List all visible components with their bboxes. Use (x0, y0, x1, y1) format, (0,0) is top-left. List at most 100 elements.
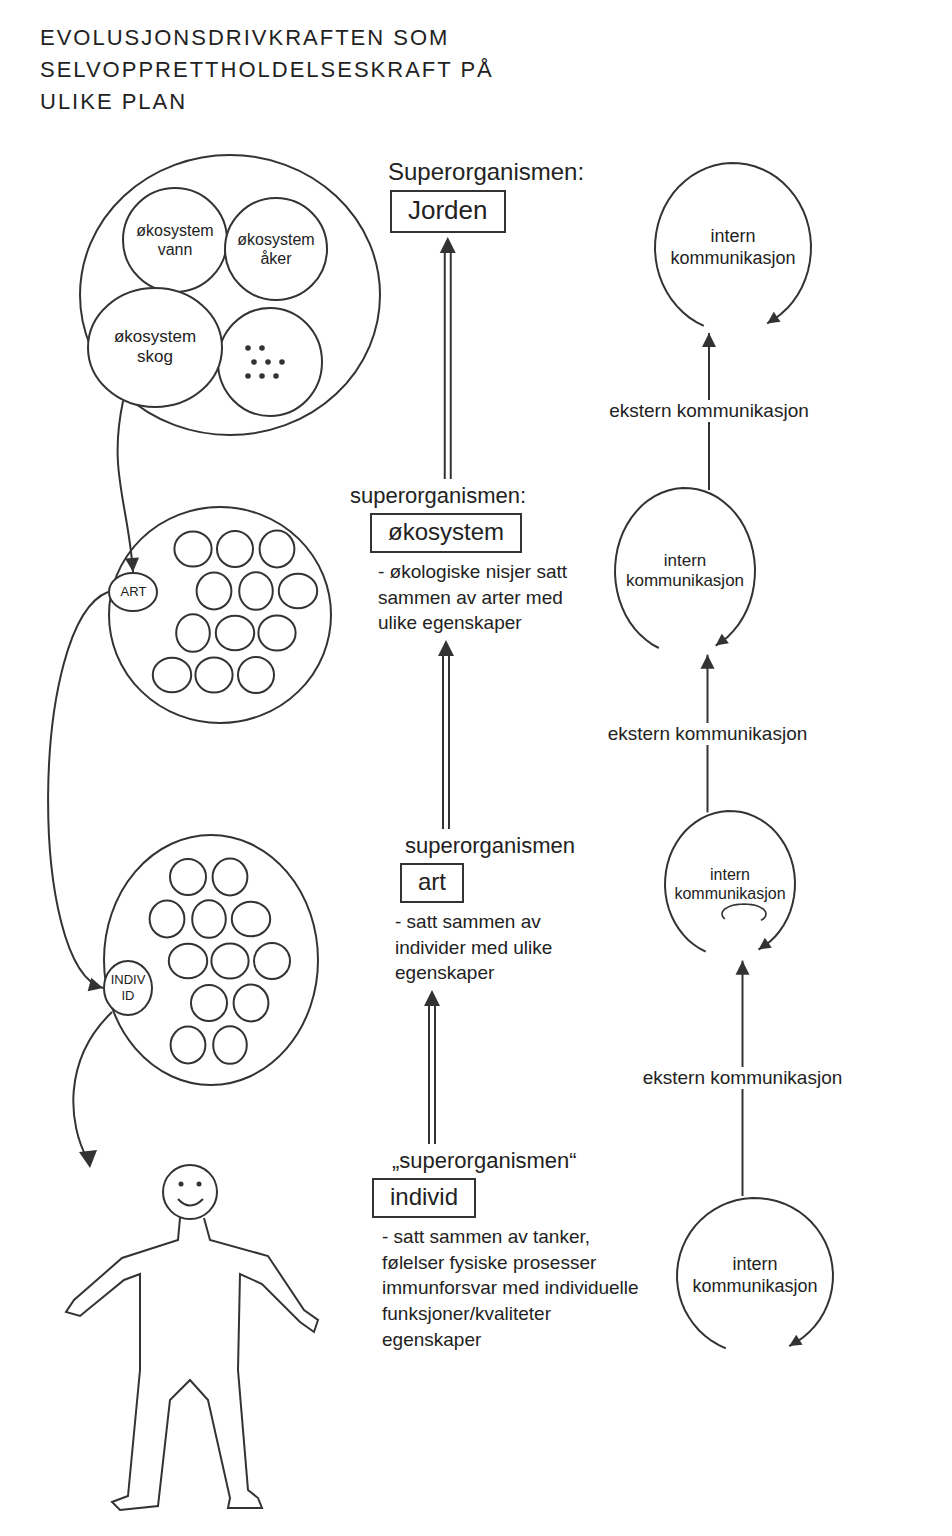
node-text: økosystem åker (233, 230, 319, 268)
loop-arrow-head (767, 312, 780, 324)
group-circle: økosystem vann (120, 185, 230, 295)
group-circle: økosystem åker (222, 195, 330, 303)
member-circle (260, 531, 295, 568)
arrow-head (440, 237, 456, 253)
person-body (66, 1218, 318, 1510)
person-eye (179, 1182, 184, 1187)
text-holder: INDIVID (109, 972, 147, 1003)
member-circle (254, 943, 290, 979)
loop-line (665, 811, 795, 952)
node-text: intern kommunikasjon (663, 226, 803, 269)
member-circle (176, 614, 210, 652)
node-text: økosystem vann (131, 221, 219, 259)
person-eye (197, 1182, 202, 1187)
loop-arrow-head (758, 938, 771, 950)
connector (438, 640, 454, 829)
connector (118, 401, 139, 572)
member-circle (197, 573, 232, 610)
text-holder: intern kommunikasjon (623, 551, 747, 592)
text-holder: ART (112, 584, 155, 600)
text-holder: økosystem åker (233, 230, 319, 268)
loop-arrow (612, 485, 758, 657)
text-holder: økosystem skog (99, 327, 211, 368)
description-text: - satt sammen av tanker, følelser fysisk… (382, 1224, 644, 1352)
circle-outline (88, 288, 222, 407)
curved-connector (48, 592, 108, 988)
circle-outline (120, 185, 230, 295)
diagram-title: EVOLUSJONSDRIVKRAFTEN SOM SELVOPPRETTHOL… (40, 22, 510, 118)
member-circle (279, 574, 317, 608)
member-circle (213, 859, 248, 896)
edge-label: ekstern kommunikasjon (640, 1067, 846, 1089)
arrow-shaft (442, 652, 444, 829)
arrow-head (736, 961, 750, 975)
circle-outline (222, 195, 330, 303)
circle-outline (225, 198, 327, 300)
member-circle (191, 985, 227, 1021)
arrow-head (438, 640, 454, 656)
circle-outline (123, 188, 227, 292)
arrow-head (79, 1150, 97, 1168)
connector (424, 990, 440, 1144)
inner-spiral (722, 904, 766, 920)
circle-outline (109, 573, 157, 611)
node-text: økosystem skog (99, 327, 211, 368)
member-circle (234, 985, 269, 1022)
loop-line (655, 163, 811, 326)
arrow-shaft (428, 1002, 430, 1144)
person-smile (178, 1199, 203, 1206)
arrow-head (88, 978, 103, 992)
member-circle (213, 1026, 247, 1064)
member-circle (170, 859, 206, 895)
dot (260, 346, 264, 350)
curved-connector (118, 401, 133, 572)
connector (440, 237, 456, 479)
ecosystem-circle (109, 507, 331, 723)
communication-loop: intern kommunikasjon (612, 485, 758, 657)
dot (246, 374, 250, 378)
organism-level: Superorganismen:Jorden (388, 158, 584, 233)
loop-arrow-head (716, 634, 729, 646)
group-circle: INDIVID (101, 958, 155, 1018)
member-circle (217, 531, 253, 567)
other-ecosystem-circle (218, 308, 322, 416)
member-circle (192, 900, 226, 938)
loop-arrow (662, 808, 798, 960)
loop-arrow (652, 160, 814, 335)
organism-level: „superorganismen“ individ - satt sammen av… (372, 1148, 644, 1352)
arrow-shaft (448, 652, 450, 829)
group-circle: ART (106, 570, 160, 614)
arrow-head (702, 333, 716, 347)
communication-loop: intern kommunikasjon (662, 808, 798, 960)
connector (48, 592, 108, 991)
node-text: intern kommunikasjon (685, 1254, 825, 1297)
member-circle (169, 944, 207, 978)
arrow-head (125, 558, 139, 572)
arrow-head (424, 990, 440, 1006)
earth-circle (80, 155, 380, 435)
arrow-shaft (450, 249, 452, 479)
person-head (163, 1165, 217, 1219)
node-text: intern kommunikasjon (673, 865, 787, 903)
dot (266, 360, 270, 364)
organism-box: art (400, 863, 464, 903)
dot (274, 374, 278, 378)
arrow-shaft (444, 249, 446, 479)
node-text: intern kommunikasjon (623, 551, 747, 592)
organism-box: Jorden (390, 190, 506, 233)
text-holder: intern kommunikasjon (673, 865, 787, 903)
heading-text: „superorganismen“ (392, 1148, 644, 1174)
edge-label: ekstern kommunikasjon (606, 400, 812, 422)
member-circle (238, 657, 274, 693)
box-text: art (418, 868, 446, 895)
arrow-head (701, 655, 715, 669)
description-text: - satt sammen av individer med ulike ege… (395, 909, 610, 986)
edge-label: ekstern kommunikasjon (605, 723, 811, 745)
text-holder: økosystem vann (131, 221, 219, 259)
text-holder: intern kommunikasjon (663, 226, 803, 269)
dot (280, 360, 284, 364)
member-circle (153, 658, 191, 692)
member-circles (150, 346, 318, 1064)
box-text: individ (390, 1183, 458, 1210)
